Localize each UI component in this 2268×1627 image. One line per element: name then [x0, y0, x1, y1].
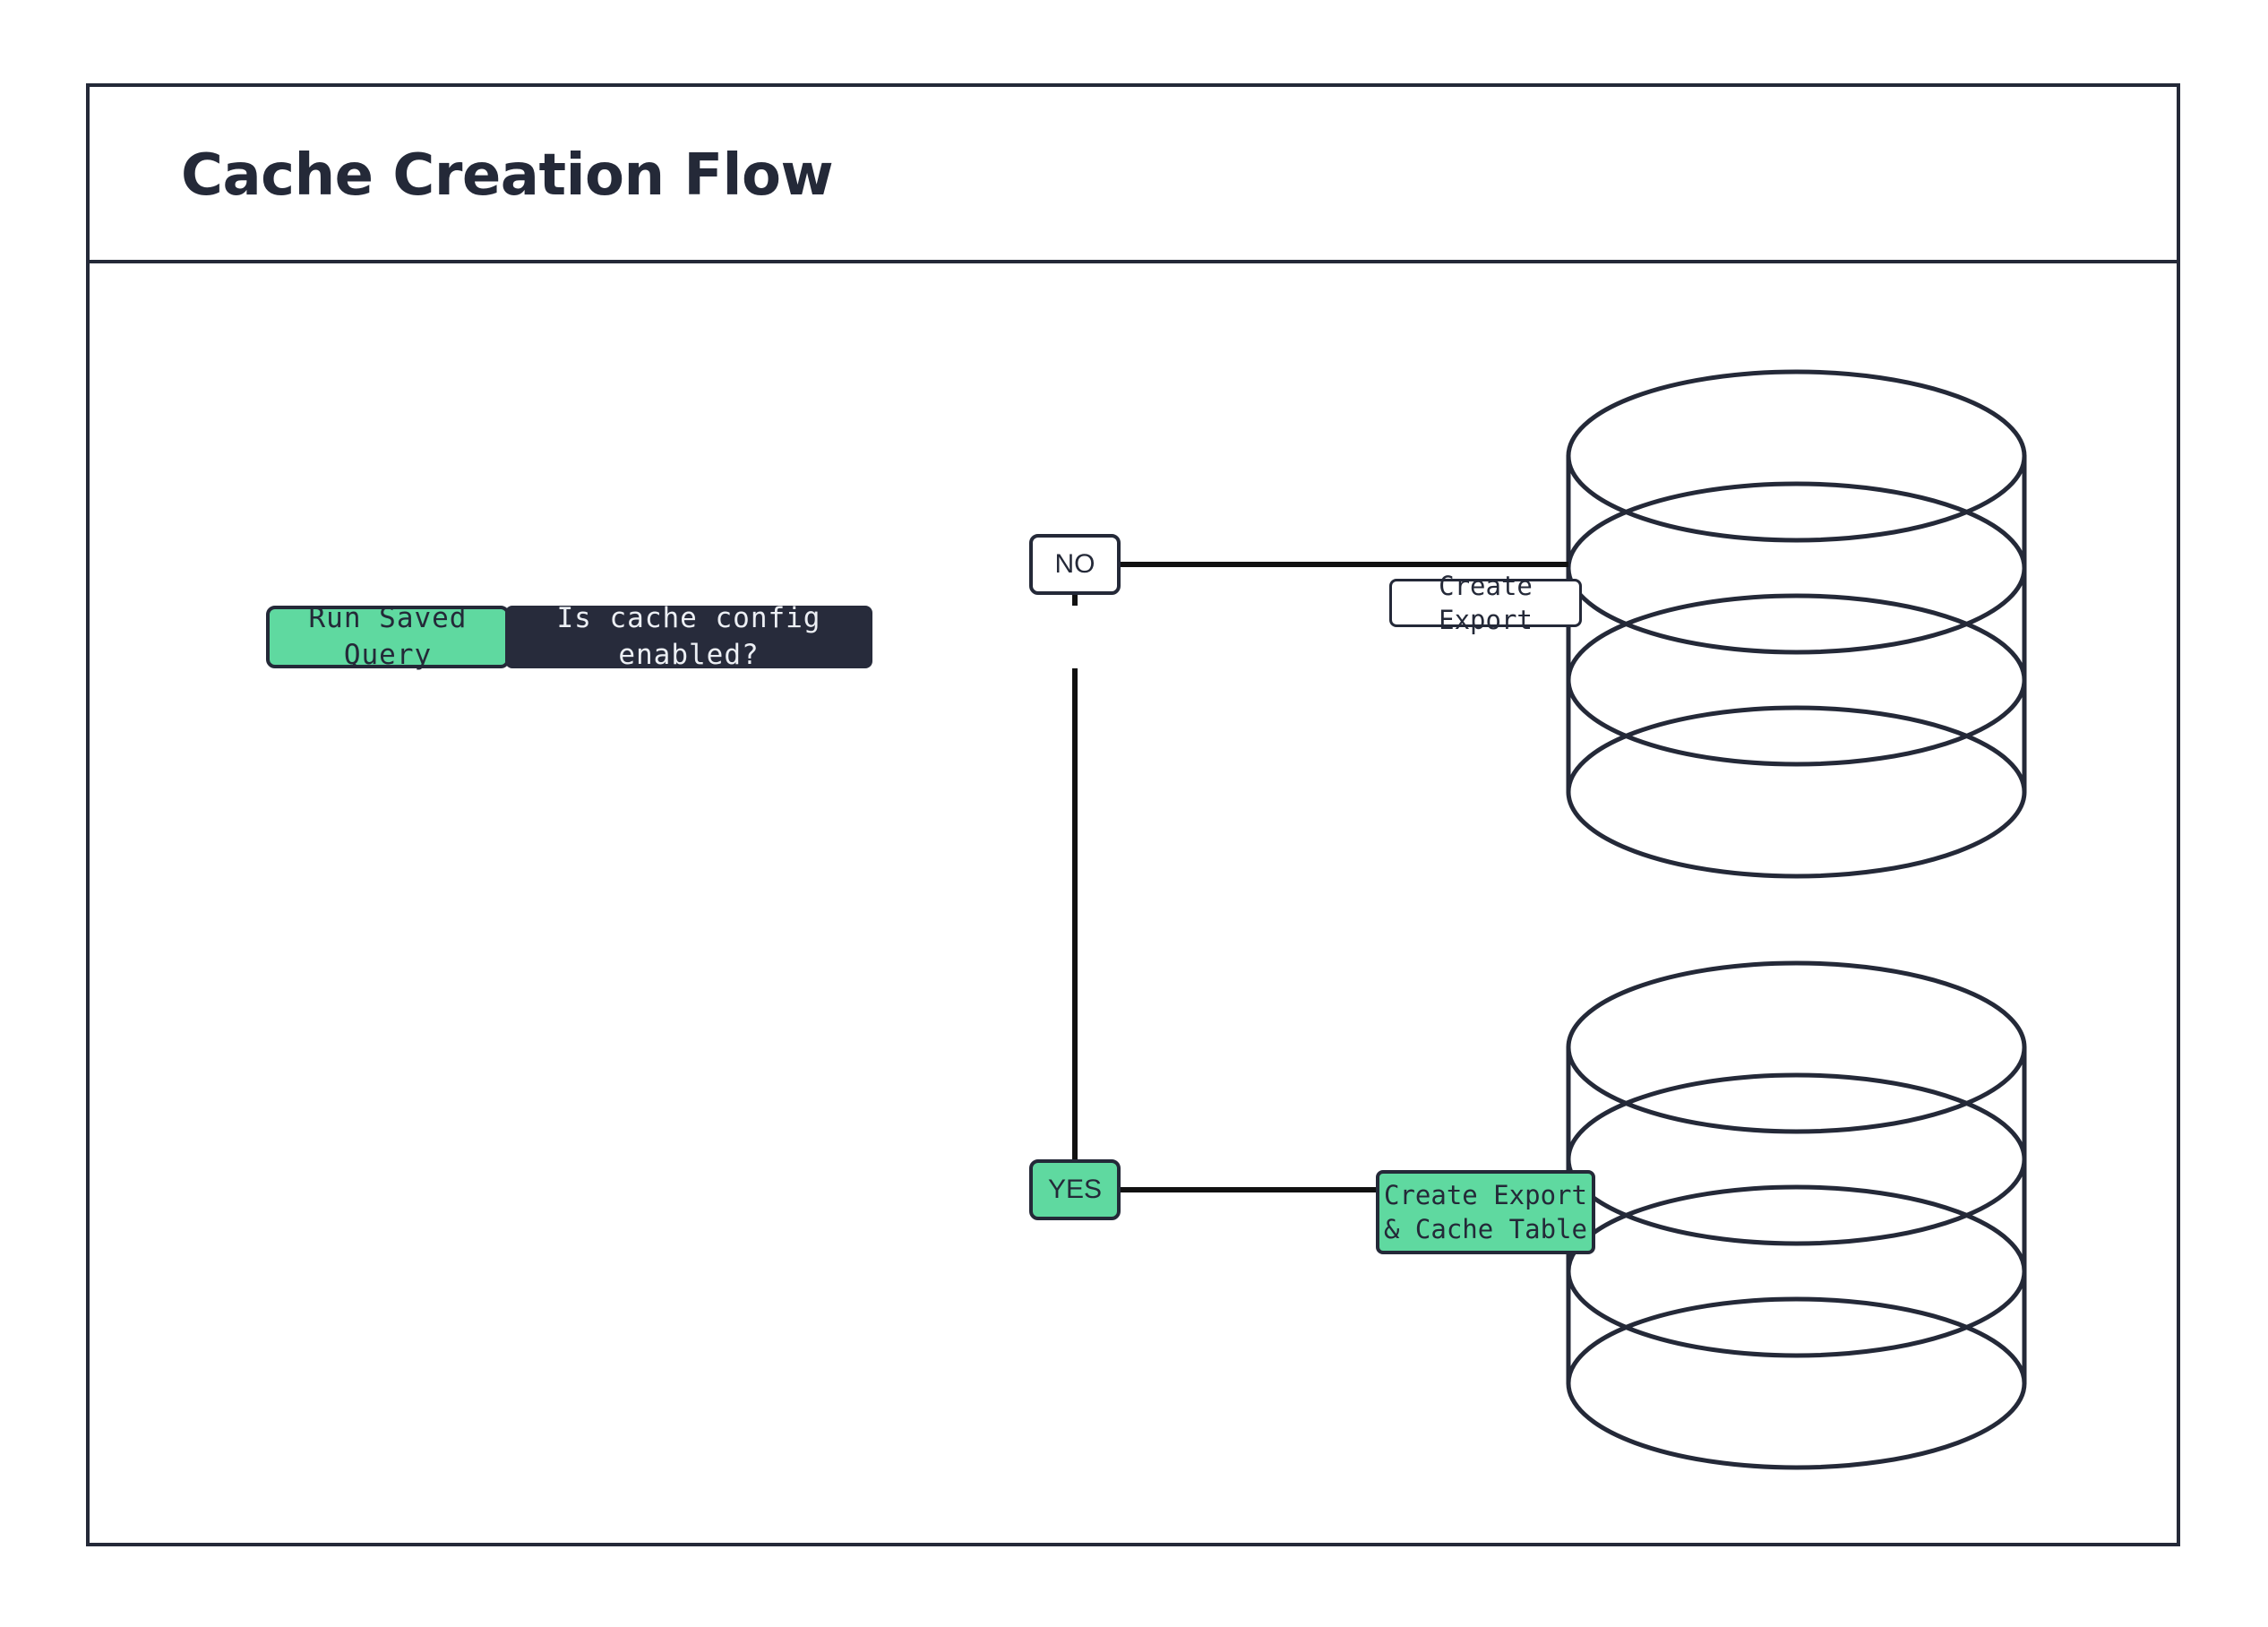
edges-and-shapes-layer — [505, 369, 2027, 1470]
node-branch-yes[interactable]: YES — [1029, 1159, 1121, 1220]
db-cylinder-top[interactable] — [1566, 369, 2027, 879]
flowchart-body: Run Saved Query Is cache config enabled?… — [90, 263, 2177, 1543]
diagram-frame: Cache Creation Flow — [86, 83, 2180, 1546]
db-cylinder-bottom[interactable] — [1566, 960, 2027, 1470]
node-create-export-and-cache-table-label[interactable]: Create Export & Cache Table — [1376, 1170, 1595, 1254]
node-branch-no[interactable]: NO — [1029, 534, 1121, 595]
title-band: Cache Creation Flow — [90, 87, 2177, 263]
page-title: Cache Creation Flow — [181, 142, 834, 209]
node-run-saved-query[interactable]: Run Saved Query — [266, 602, 510, 671]
node-create-export-label[interactable]: Create Export — [1389, 571, 1582, 635]
node-decision-is-cache-config-enabled[interactable]: Is cache config enabled? — [505, 602, 872, 671]
